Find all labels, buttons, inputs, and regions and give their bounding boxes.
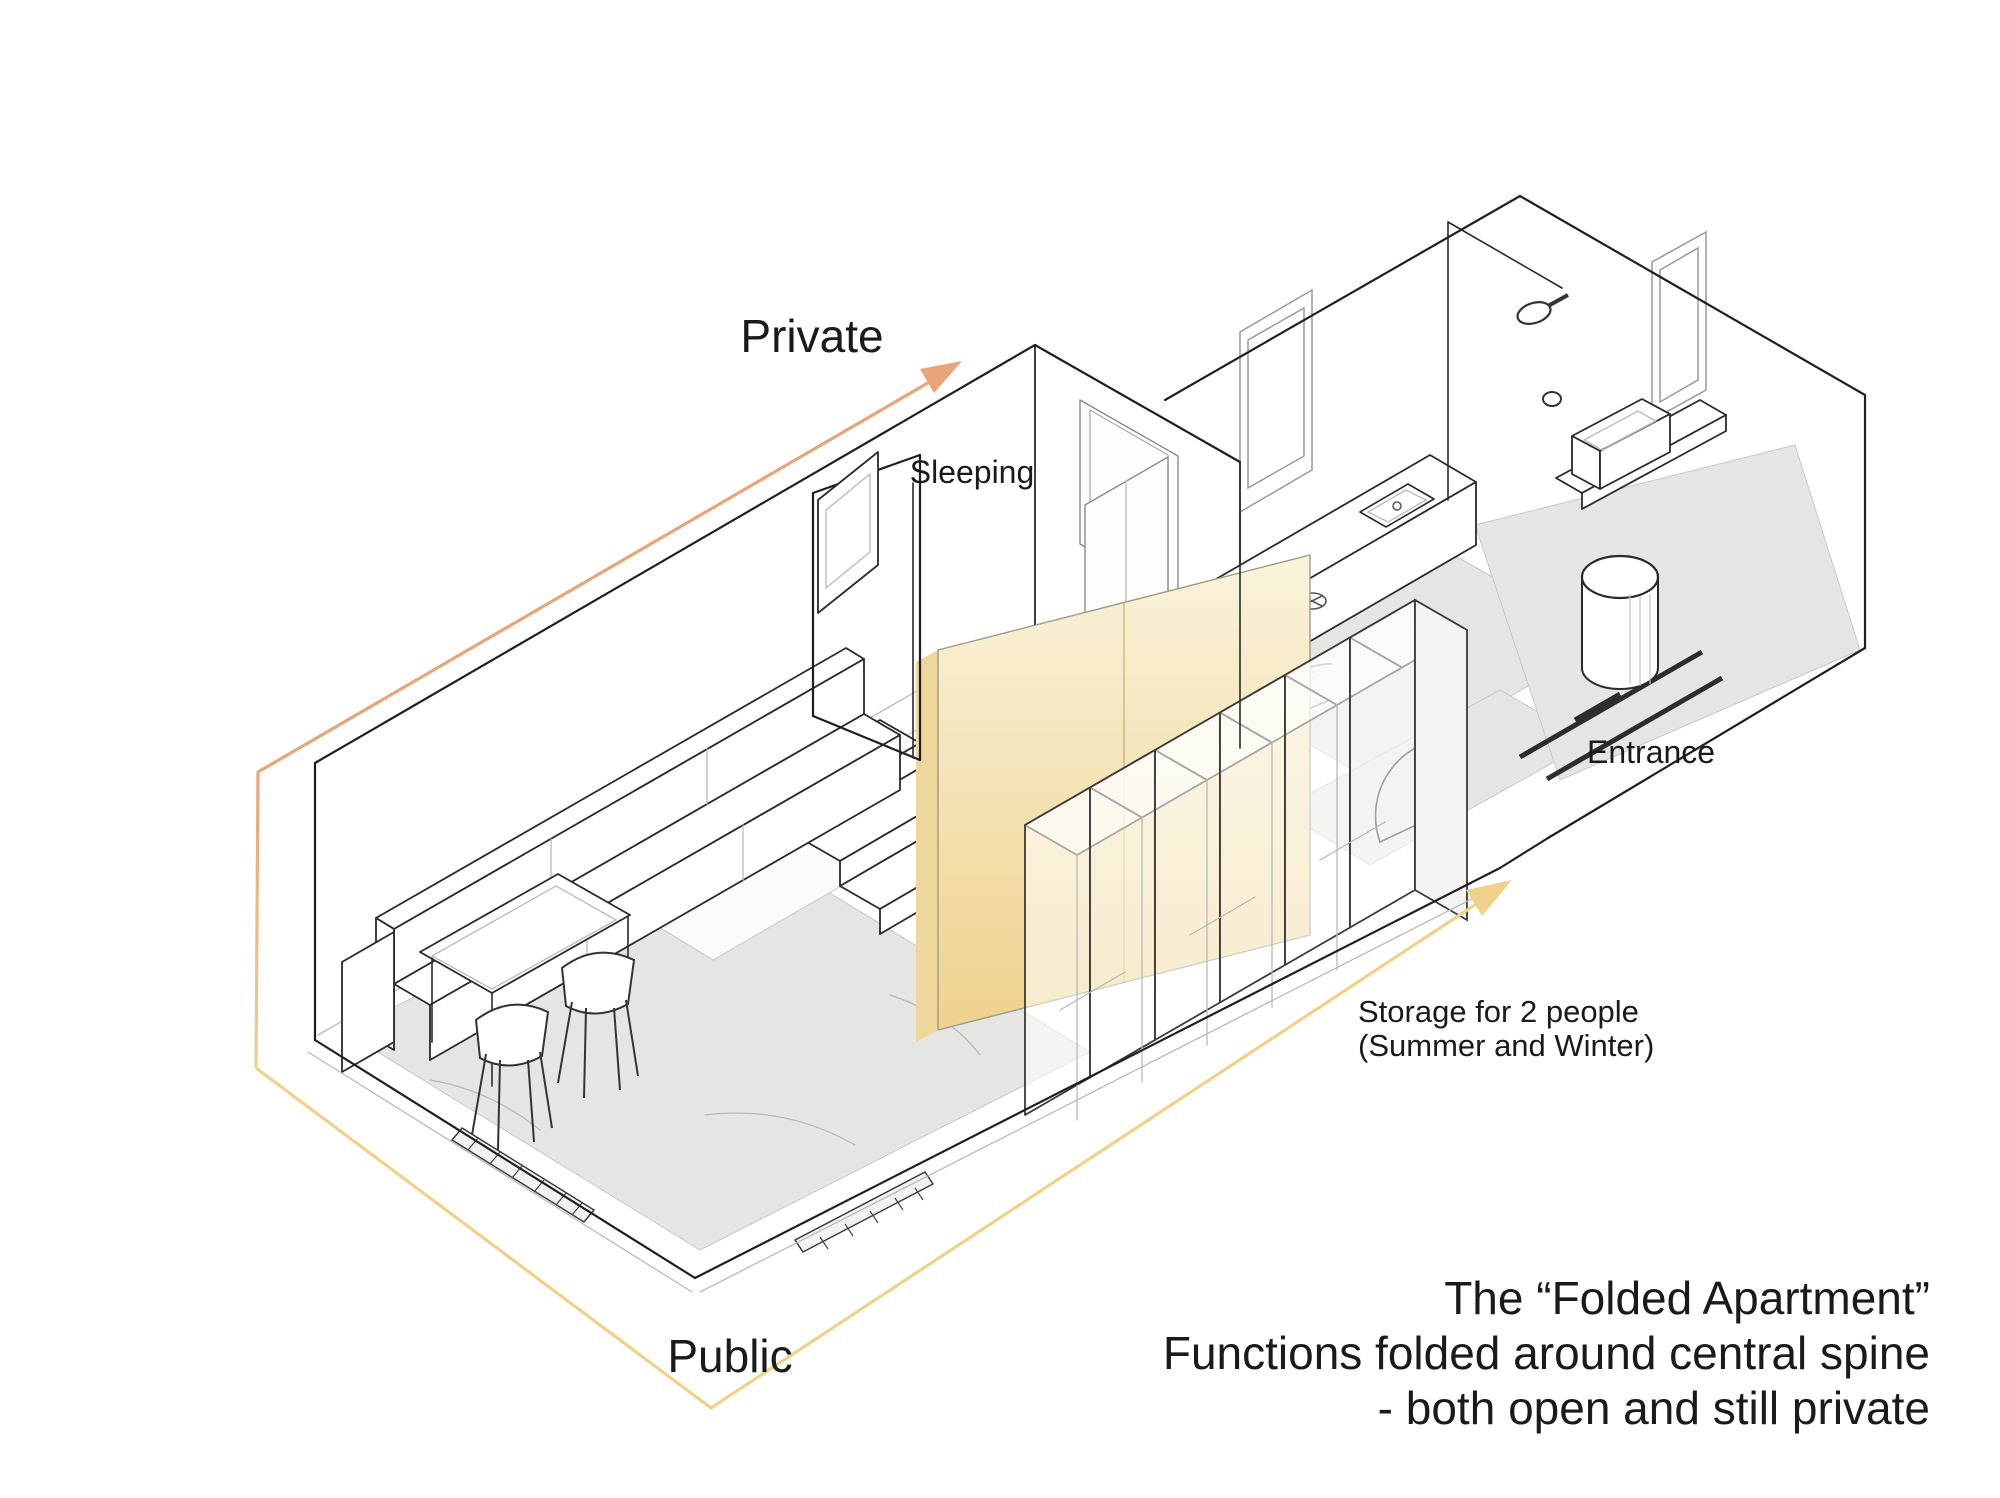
label-storage-line2: (Summer and Winter) <box>1358 1028 1654 1063</box>
cylinder-enclosure <box>1580 554 1660 690</box>
kitchen-window <box>1239 288 1313 514</box>
chair <box>471 1003 553 1151</box>
label-public: Public <box>667 1330 792 1382</box>
chair <box>557 951 639 1099</box>
title-line2: Functions folded around central spine <box>1163 1327 1930 1379</box>
bathroom-tile-strips <box>1518 649 1724 782</box>
shower-head-icon <box>1516 293 1569 325</box>
private-public-route <box>254 361 1512 1410</box>
bathroom-sink <box>1555 398 1727 510</box>
building-shell <box>307 194 1867 1293</box>
public-arrow <box>255 893 1491 1410</box>
label-storage-line1: Storage for 2 people <box>1358 994 1639 1029</box>
pivot-door-leaf <box>817 451 879 614</box>
shower-valve-icon <box>1542 391 1562 407</box>
title-line3: - both open and still private <box>1378 1382 1930 1434</box>
kitchen-sink <box>1359 483 1435 528</box>
floor-vent <box>793 1171 935 1253</box>
private-arrow-head-icon <box>920 361 962 393</box>
label-private: Private <box>740 310 883 362</box>
label-sleeping: Sleeping <box>910 454 1035 490</box>
bathroom-niche <box>1651 230 1707 422</box>
bathroom <box>1516 230 1727 690</box>
title-line1: The “Folded Apartment” <box>1444 1272 1930 1324</box>
title-block: The “Folded Apartment” Functions folded … <box>1163 1272 1930 1434</box>
label-entrance: Entrance <box>1587 734 1715 770</box>
private-arrow <box>254 371 946 1069</box>
public-arrow-head-icon <box>1466 880 1512 916</box>
storage-spine <box>1024 598 1468 1121</box>
sofa-return <box>341 931 395 1073</box>
pivot-door <box>811 451 922 762</box>
